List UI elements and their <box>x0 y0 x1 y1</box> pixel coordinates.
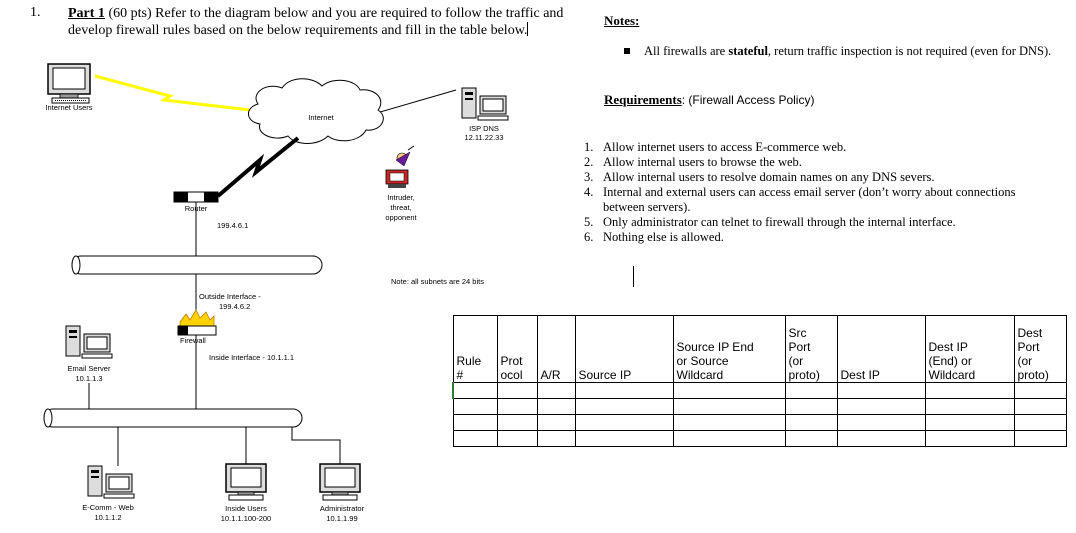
administrator-label: Administrator <box>320 504 365 513</box>
internet-label: Internet <box>308 113 334 122</box>
requirement-item: 2.Allow internal users to browse the web… <box>584 155 802 169</box>
email-server-icon <box>65 325 113 359</box>
inside-network-segment <box>43 408 303 428</box>
table-cell[interactable] <box>1013 414 1067 431</box>
inside-users-pc-icon <box>225 463 267 501</box>
header-source-ip: Source IP <box>574 315 674 383</box>
outside-network-segment <box>71 255 323 275</box>
table-cell[interactable] <box>574 414 674 431</box>
inside-users-ip: 10.1.1.100-200 <box>221 514 271 523</box>
question-number: 1. <box>30 5 41 20</box>
link-line <box>291 427 341 466</box>
wan-link-icon <box>216 136 300 198</box>
table-cell[interactable] <box>836 382 926 399</box>
intruder-icon <box>385 145 415 188</box>
table-cell[interactable] <box>1013 382 1067 399</box>
table-cell[interactable] <box>924 414 1015 431</box>
table-cell[interactable] <box>574 382 674 399</box>
firewall-label: Firewall <box>180 336 206 345</box>
lightning-link-icon <box>94 74 251 112</box>
outside-interface-label: Outside Interface - <box>199 292 261 301</box>
table-cell[interactable] <box>672 398 786 415</box>
bullet-square-icon <box>624 48 630 54</box>
firewall-icon <box>177 309 217 336</box>
table-cell[interactable] <box>574 430 674 447</box>
table-cell[interactable] <box>1013 430 1067 447</box>
network-diagram: Internet Users Internet ISP DNS 12.11.22… <box>43 63 509 523</box>
table-cell[interactable] <box>672 414 786 431</box>
table-row[interactable] <box>452 430 1067 447</box>
note-bullet: All firewalls are stateful, return traff… <box>624 44 1064 59</box>
table-cell[interactable] <box>784 430 838 447</box>
table-cell[interactable] <box>784 398 838 415</box>
internet-cloud-icon <box>248 78 384 144</box>
ecomm-web-server-icon <box>87 465 135 499</box>
router-icon <box>173 191 219 203</box>
table-cell[interactable] <box>924 382 1015 399</box>
table-cell[interactable] <box>784 414 838 431</box>
requirement-item: 6.Nothing else is allowed. <box>584 230 724 244</box>
administrator-pc-icon <box>319 463 361 501</box>
intruder-label-line3: opponent <box>385 213 417 222</box>
requirement-item: 1.Allow internet users to access E-comme… <box>584 140 847 154</box>
intruder-label-line1: Intruder, <box>387 193 415 202</box>
text-cursor <box>633 266 634 287</box>
table-cell[interactable] <box>836 414 926 431</box>
question-title: Part 1 <box>68 6 105 21</box>
requirement-item: 4.Internal and external users can access… <box>584 185 1016 214</box>
table-cell[interactable] <box>574 398 674 415</box>
header-dest-ip: Dest IP <box>836 315 926 383</box>
link-line <box>379 89 457 113</box>
question-text: Part 1 (60 pts) Refer to the diagram bel… <box>68 5 568 39</box>
inside-users-label: Inside Users <box>225 504 267 513</box>
table-cell[interactable] <box>924 398 1015 415</box>
outside-interface-ip: 199.4.6.2 <box>219 302 250 311</box>
table-row[interactable] <box>452 398 1067 415</box>
table-cell[interactable] <box>1013 398 1067 415</box>
table-cell[interactable] <box>836 430 926 447</box>
table-cell[interactable] <box>672 430 786 447</box>
isp-dns-label: ISP DNS <box>469 124 499 133</box>
internet-users-label: Internet Users <box>45 103 92 112</box>
email-server-label: Email Server <box>68 364 111 373</box>
isp-dns-ip: 12.11.22.33 <box>464 133 503 142</box>
inside-interface-label: Inside Interface - 10.1.1.1 <box>209 353 294 362</box>
table-cell[interactable] <box>836 398 926 415</box>
ecomm-web-label: E-Comm - Web <box>82 503 134 512</box>
administrator-ip: 10.1.1.99 <box>326 514 357 523</box>
table-cell[interactable] <box>784 382 838 399</box>
email-server-ip: 10.1.1.3 <box>75 374 102 383</box>
router-ip: 199.4.6.1 <box>217 221 248 230</box>
table-cell[interactable] <box>924 430 1015 447</box>
isp-dns-server-icon <box>461 87 509 121</box>
requirement-item: 5.Only administrator can telnet to firew… <box>584 215 956 229</box>
text-cursor <box>527 22 529 36</box>
requirement-item: 3.Allow internal users to resolve domain… <box>584 170 935 184</box>
notes-heading: Notes: <box>604 13 640 28</box>
intruder-label-line2: threat, <box>390 203 411 212</box>
requirements-list: 1.Allow internet users to access E-comme… <box>584 140 1024 245</box>
question-body: (60 pts) Refer to the diagram below and … <box>68 6 564 38</box>
ecomm-web-ip: 10.1.1.2 <box>94 513 121 522</box>
subnet-note: Note: all subnets are 24 bits <box>391 277 484 286</box>
table-cell[interactable] <box>672 382 786 399</box>
internet-users-pc-icon <box>47 63 91 104</box>
requirements-heading: Requirements: (Firewall Access Policy) <box>604 92 815 107</box>
